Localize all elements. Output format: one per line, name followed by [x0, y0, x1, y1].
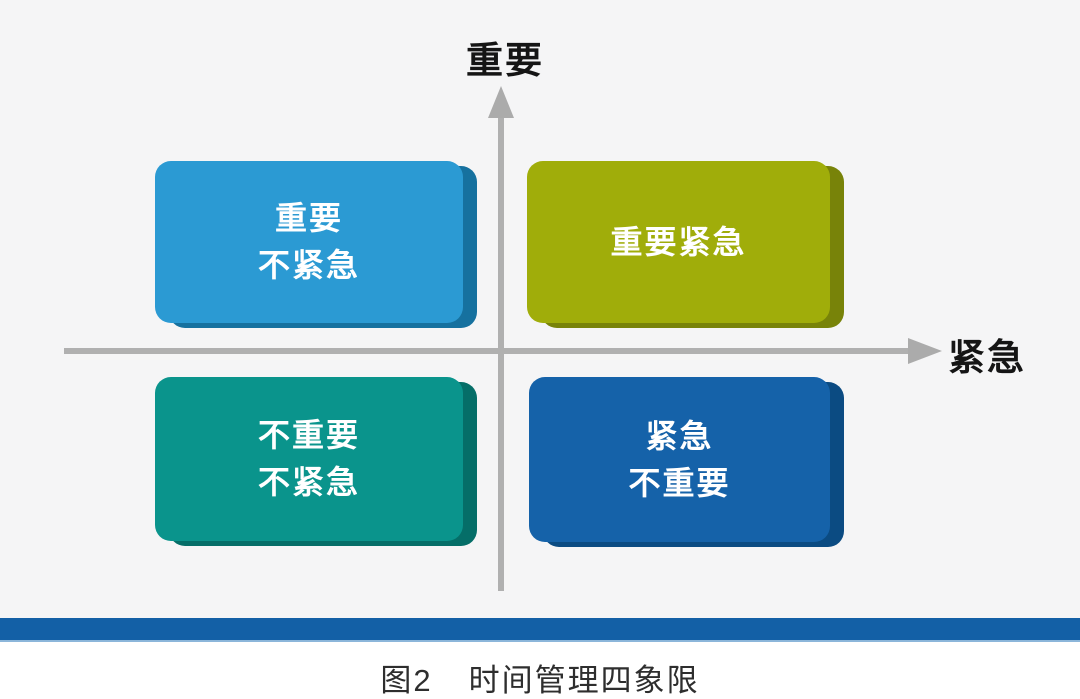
quadrant-face: 重要 不紧急 — [155, 161, 463, 323]
quadrant-face: 重要紧急 — [527, 161, 830, 323]
y-axis-label: 重要 — [466, 40, 544, 81]
figure-number: 图2 — [380, 663, 433, 698]
quadrant-label: 重要紧急 — [610, 223, 747, 260]
quadrant-label: 不重要 不紧急 — [257, 417, 360, 500]
figure-caption: 图2 时间管理四象限 — [0, 655, 1080, 699]
quadrant-label: 重要 不紧急 — [257, 200, 360, 283]
x-axis-line — [64, 348, 912, 354]
quadrant-important-not-urgent: 重要 不紧急 — [155, 161, 477, 328]
x-axis-label: 紧急 — [948, 337, 1026, 378]
figure-title: 时间管理四象限 — [468, 663, 700, 698]
quadrant-label: 紧急 不重要 — [628, 417, 731, 501]
right-arrow-icon — [908, 338, 942, 364]
quadrant-face: 不重要 不紧急 — [155, 377, 463, 541]
divider-bar — [0, 618, 1080, 642]
quadrant-important-urgent: 重要紧急 — [527, 161, 844, 328]
quadrant-urgent-not-important: 紧急 不重要 — [529, 377, 844, 547]
up-arrow-icon — [488, 86, 514, 118]
quadrant-not-important-not-urgent: 不重要 不紧急 — [155, 377, 477, 546]
quadrant-face: 紧急 不重要 — [529, 377, 830, 542]
